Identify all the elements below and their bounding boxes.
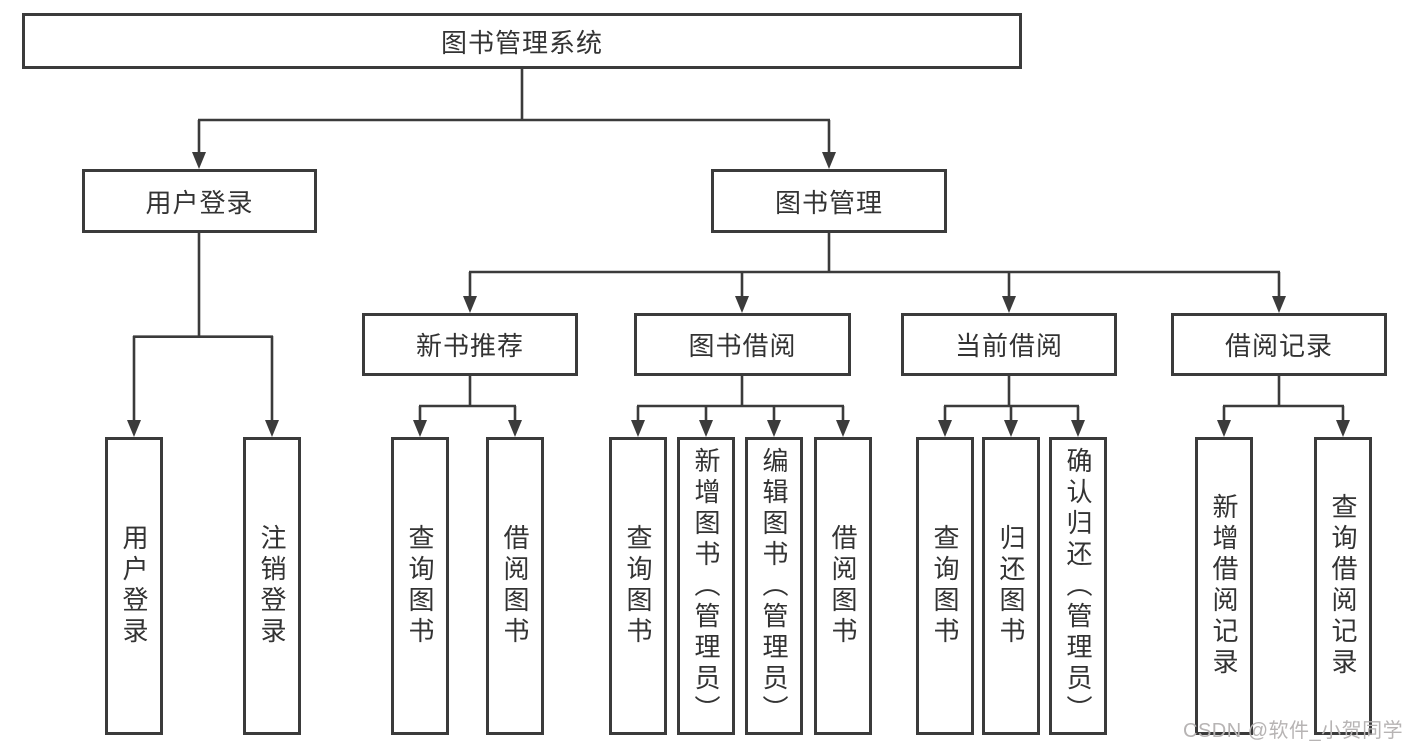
leaf-add-book-admin: 新增图书（管理员） [677, 437, 735, 735]
leaf-user-login: 用户登录 [105, 437, 163, 735]
leaf-return-book: 归还图书 [982, 437, 1040, 735]
leaf-confirm-return-admin: 确认归还（管理员） [1049, 437, 1107, 735]
arrowheads [127, 152, 1350, 437]
leaf-query-book-borrow: 查询图书 [609, 437, 667, 735]
leaf-query-borrow-record: 查询借阅记录 [1314, 437, 1372, 735]
leaf-add-borrow-record: 新增借阅记录 [1195, 437, 1253, 735]
node-book-management: 图书管理 [711, 169, 947, 233]
node-book-borrow: 图书借阅 [634, 313, 851, 376]
leaf-query-book-current: 查询图书 [916, 437, 974, 735]
watermark: CSDN @软件_小贺同学 [1183, 720, 1404, 742]
node-borrow-records: 借阅记录 [1171, 313, 1387, 376]
leaf-logout: 注销登录 [243, 437, 301, 735]
tree-edges [132, 69, 1345, 423]
leaf-edit-book-admin: 编辑图书（管理员） [745, 437, 803, 735]
node-new-book-recommend: 新书推荐 [362, 313, 578, 376]
leaf-borrow-book: 借阅图书 [814, 437, 872, 735]
leaf-query-book-recommend: 查询图书 [391, 437, 449, 735]
node-user-login: 用户登录 [82, 169, 317, 233]
node-system-root: 图书管理系统 [22, 13, 1022, 69]
leaf-borrow-book-recommend: 借阅图书 [486, 437, 544, 735]
node-current-borrow: 当前借阅 [901, 313, 1117, 376]
